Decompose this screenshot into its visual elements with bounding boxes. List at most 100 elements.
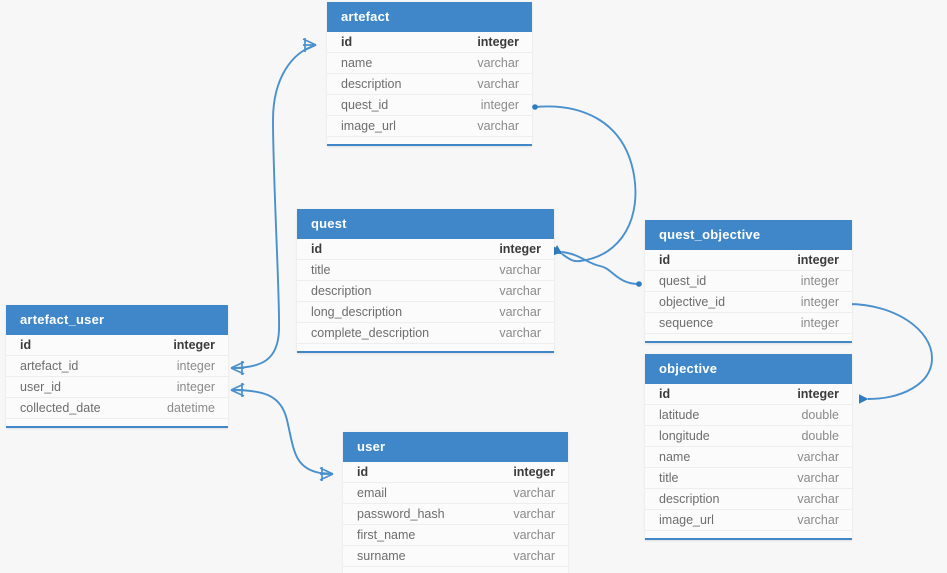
table-artefact[interactable]: artefact id integer name varchar descrip… [327,2,532,146]
column-type: integer [176,380,215,394]
column-row[interactable]: description varchar [297,281,554,302]
column-name: complete_description [311,326,430,340]
table-objective-columns: id integer latitude double longitude dou… [645,384,852,538]
column-type: integer [477,35,519,49]
table-quest-objective[interactable]: quest_objective id integer quest_id inte… [645,220,852,343]
column-type: integer [797,253,839,267]
column-name: title [311,263,331,277]
column-type: integer [480,98,519,112]
column-row[interactable]: id integer [327,32,532,53]
column-name: name [341,56,373,70]
table-quest[interactable]: quest id integer title varchar descripti… [297,209,554,353]
column-name: id [341,35,353,49]
column-name: quest_id [659,274,707,288]
table-artefact-columns: id integer name varchar description varc… [327,32,532,144]
column-name: artefact_id [20,359,79,373]
table-quest-objective-title: quest_objective [645,220,852,250]
table-footer-pad [645,334,852,341]
column-name: id [357,465,369,479]
table-user-columns: id integer email varchar password_hash v… [343,462,568,573]
column-type: integer [800,316,839,330]
table-user[interactable]: user id integer email varchar password_h… [343,432,568,573]
table-footer-pad [6,419,228,426]
column-row[interactable]: email varchar [343,483,568,504]
table-objective-title: objective [645,354,852,384]
column-row[interactable]: title varchar [297,260,554,281]
column-name: name [659,450,691,464]
column-name: description [659,492,720,506]
column-name: description [341,77,402,91]
column-type: varchar [797,513,839,527]
column-type: varchar [797,450,839,464]
column-type: varchar [477,77,519,91]
column-name: id [311,242,323,256]
column-type: varchar [499,263,541,277]
column-type: varchar [513,549,555,563]
column-row[interactable]: password_hash varchar [343,504,568,525]
column-row[interactable]: title varchar [645,468,852,489]
column-row[interactable]: latitude double [645,405,852,426]
column-type: integer [176,359,215,373]
column-name: first_name [357,528,416,542]
table-objective[interactable]: objective id integer latitude double lon… [645,354,852,540]
column-name: latitude [659,408,700,422]
column-name: id [659,253,671,267]
column-type: integer [800,274,839,288]
column-row[interactable]: id integer [645,250,852,271]
column-type: varchar [477,119,519,133]
column-name: email [357,486,387,500]
column-name: longitude [659,429,710,443]
column-name: title [659,471,679,485]
edge-quest-objective-to-quest [552,246,642,287]
column-type: integer [797,387,839,401]
column-name: surname [357,549,406,563]
column-name: image_url [341,119,396,133]
table-artefact-title: artefact [327,2,532,32]
column-name: long_description [311,305,403,319]
column-row[interactable]: image_url varchar [645,510,852,531]
column-row[interactable]: image_url varchar [327,116,532,137]
column-type: double [801,408,839,422]
table-quest-columns: id integer title varchar description var… [297,239,554,351]
column-row[interactable]: description varchar [645,489,852,510]
column-row[interactable]: quest_id integer [327,95,532,116]
column-row[interactable]: id integer [6,335,228,356]
column-row[interactable]: description varchar [327,74,532,95]
column-row[interactable]: collected_date datetime [6,398,228,419]
table-artefact-user-columns: id integer artefact_id integer user_id i… [6,335,228,426]
column-name: description [311,284,372,298]
column-type: double [801,429,839,443]
edge-quest-objective-to-objective [845,301,933,404]
column-row[interactable]: objective_id integer [645,292,852,313]
column-type: varchar [499,305,541,319]
edge-artefact-user-to-user [230,383,334,481]
table-footer-pad [645,531,852,538]
column-row[interactable]: surname varchar [343,546,568,567]
column-row[interactable]: longitude double [645,426,852,447]
column-type: integer [173,338,215,352]
column-name: image_url [659,513,714,527]
column-type: varchar [499,326,541,340]
table-artefact-user-title: artefact_user [6,305,228,335]
column-row[interactable]: long_description varchar [297,302,554,323]
column-row[interactable]: name varchar [327,53,532,74]
column-row[interactable]: quest_id integer [645,271,852,292]
column-name: password_hash [357,507,445,521]
column-row[interactable]: id integer [343,462,568,483]
column-row[interactable]: artefact_id integer [6,356,228,377]
column-row[interactable]: complete_description varchar [297,323,554,344]
column-row[interactable]: user_id integer [6,377,228,398]
column-row[interactable]: name varchar [645,447,852,468]
column-name: user_id [20,380,61,394]
column-type: integer [800,295,839,309]
table-artefact-user[interactable]: artefact_user id integer artefact_id int… [6,305,228,428]
column-row[interactable]: sequence integer [645,313,852,334]
column-row[interactable]: id integer [645,384,852,405]
column-row[interactable]: first_name varchar [343,525,568,546]
column-type: varchar [499,284,541,298]
column-name: sequence [659,316,714,330]
column-type: integer [513,465,555,479]
table-quest-title: quest [297,209,554,239]
column-row[interactable]: id integer [297,239,554,260]
